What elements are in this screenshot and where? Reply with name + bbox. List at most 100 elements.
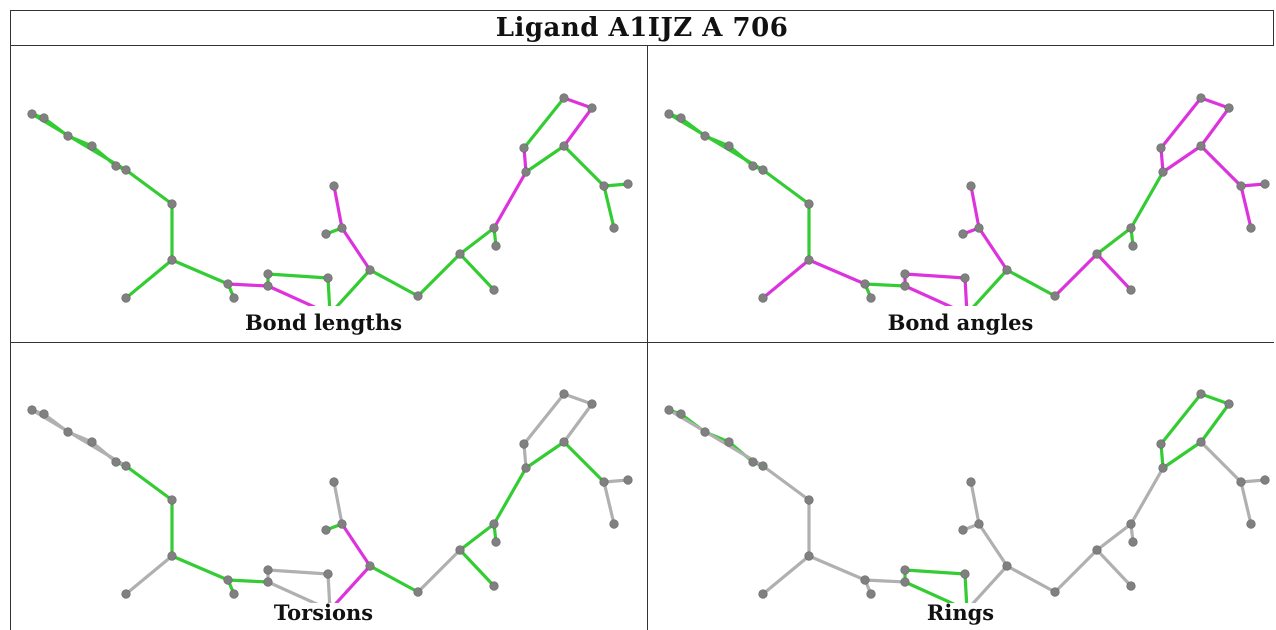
- bond: [1159, 96, 1203, 150]
- atom: [1126, 285, 1136, 295]
- atom: [559, 389, 569, 399]
- atom: [337, 223, 347, 233]
- molecule-torsions: [27, 389, 633, 603]
- bond: [1053, 252, 1099, 298]
- bond: [971, 564, 1009, 603]
- bond: [416, 252, 462, 298]
- atom: [700, 427, 710, 437]
- molecule-bond-lengths: [27, 93, 633, 306]
- bond: [863, 578, 907, 584]
- atom: [455, 249, 465, 259]
- bond: [170, 554, 230, 582]
- panel-bond-lengths: Bond lengths: [11, 46, 636, 342]
- atom: [866, 589, 876, 599]
- bond: [1199, 106, 1231, 148]
- atom: [1224, 103, 1234, 113]
- atom: [758, 589, 768, 599]
- bond: [1129, 466, 1165, 526]
- bond: [266, 284, 317, 306]
- bond: [1161, 440, 1203, 470]
- atom: [63, 427, 73, 437]
- bond: [458, 226, 496, 256]
- atom: [521, 167, 531, 177]
- atom: [489, 519, 499, 529]
- bond: [124, 258, 174, 300]
- bond: [1095, 226, 1133, 256]
- atom: [1236, 477, 1246, 487]
- atom: [758, 293, 768, 303]
- atom: [1246, 519, 1256, 529]
- bond: [562, 392, 594, 406]
- atom: [321, 229, 331, 239]
- atom: [121, 589, 131, 599]
- bond: [30, 112, 128, 172]
- bond: [761, 464, 811, 502]
- atom: [1156, 439, 1166, 449]
- bond: [368, 564, 420, 594]
- atom: [39, 409, 49, 419]
- atom: [87, 141, 97, 151]
- atom: [491, 241, 501, 251]
- atom: [587, 103, 597, 113]
- atom: [758, 461, 768, 471]
- bond: [458, 548, 496, 588]
- bond: [602, 480, 616, 526]
- atom: [1224, 399, 1234, 409]
- atom: [664, 405, 674, 415]
- bond: [903, 580, 956, 603]
- atom: [1128, 537, 1138, 547]
- bond: [1159, 392, 1203, 446]
- bond: [562, 96, 594, 110]
- atom: [39, 113, 49, 123]
- bond: [332, 184, 344, 230]
- atom: [587, 399, 597, 409]
- atom: [491, 537, 501, 547]
- atom: [413, 587, 423, 597]
- atom: [519, 143, 529, 153]
- atom: [167, 551, 177, 561]
- bond: [807, 554, 867, 582]
- bond: [332, 480, 344, 526]
- atom: [1158, 463, 1168, 473]
- atom: [748, 161, 758, 171]
- bond: [807, 258, 867, 286]
- bond: [1005, 564, 1057, 594]
- bond: [522, 392, 566, 446]
- bond: [334, 564, 372, 603]
- atom: [63, 131, 73, 141]
- bond: [903, 272, 967, 280]
- bond: [761, 554, 811, 596]
- grid-line-left: [10, 46, 11, 630]
- bond: [903, 284, 954, 306]
- atom: [111, 161, 121, 171]
- caption-rings: Rings: [926, 600, 995, 625]
- atom: [365, 265, 375, 275]
- atom: [804, 551, 814, 561]
- atom: [263, 269, 273, 279]
- atom: [229, 293, 239, 303]
- bond: [326, 572, 332, 603]
- bond: [963, 572, 969, 603]
- bond: [1199, 144, 1243, 188]
- atom: [748, 457, 758, 467]
- molecule-bond-angles: [664, 93, 1270, 306]
- atom: [111, 457, 121, 467]
- atom: [623, 475, 633, 485]
- caption-bond-angles: Bond angles: [887, 310, 1034, 335]
- bond: [667, 112, 765, 172]
- bond: [124, 554, 174, 596]
- atom: [724, 141, 734, 151]
- atom: [559, 437, 569, 447]
- bond: [1129, 170, 1165, 230]
- atom: [676, 113, 686, 123]
- bond: [1199, 96, 1231, 110]
- atom: [121, 165, 131, 175]
- atom: [900, 577, 910, 587]
- atom: [958, 525, 968, 535]
- atom: [489, 581, 499, 591]
- atom: [121, 461, 131, 471]
- atom: [1126, 519, 1136, 529]
- bond: [492, 170, 528, 230]
- atom: [1092, 249, 1102, 259]
- atom: [1128, 241, 1138, 251]
